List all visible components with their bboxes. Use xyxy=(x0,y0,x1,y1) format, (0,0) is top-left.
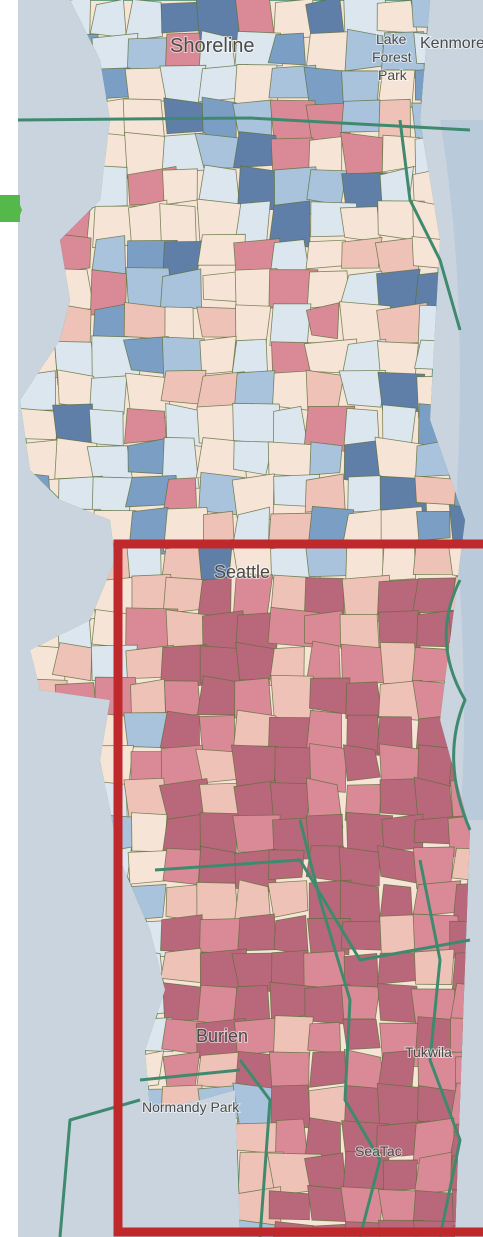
census-tract-315 xyxy=(131,812,168,853)
census-tract-124 xyxy=(269,303,312,346)
census-tract-257 xyxy=(379,642,419,685)
census-tract-73 xyxy=(306,169,348,206)
census-tract-191 xyxy=(347,475,386,513)
census-tract-269 xyxy=(345,681,383,719)
census-tract-3 xyxy=(124,0,163,42)
left-margin xyxy=(0,0,16,1237)
census-tract-302 xyxy=(123,777,169,819)
census-tract-452 xyxy=(382,1159,418,1192)
census-tract-357 xyxy=(237,913,277,952)
census-tract-324 xyxy=(447,813,470,858)
census-tract-305 xyxy=(233,780,277,820)
boundary-burien-normandy xyxy=(139,1068,241,1082)
label-seatac: SeaTac xyxy=(355,1143,402,1159)
label-burien: Burien xyxy=(196,1026,248,1046)
census-tract-61 xyxy=(340,131,384,176)
label-lake-forest-park-3: Park xyxy=(378,67,408,83)
census-tract-248 xyxy=(51,642,93,682)
census-tract-386 xyxy=(340,985,381,1020)
census-tract-267 xyxy=(270,674,314,724)
census-tract-410 xyxy=(268,1051,310,1093)
census-tract-152 xyxy=(338,370,387,408)
census-tract-398 xyxy=(307,1021,342,1054)
boundary-seattle-south xyxy=(154,858,471,962)
census-tract-206 xyxy=(416,511,451,541)
lake-washington xyxy=(440,120,483,820)
census-tract-294 xyxy=(309,743,347,793)
census-tract-69 xyxy=(162,168,198,206)
label-lake-forest-park-2: Forest xyxy=(372,49,412,65)
census-tract-334 xyxy=(338,846,380,887)
census-tract-8 xyxy=(305,0,345,37)
census-tract-337 xyxy=(451,847,470,884)
census-tract-125 xyxy=(305,302,340,340)
census-tract-435 xyxy=(231,1122,282,1155)
label-normandy-park: Normandy Park xyxy=(142,1099,240,1115)
census-tract-10 xyxy=(376,0,418,34)
census-tract-462 xyxy=(268,1190,310,1221)
label-tukwila: Tukwila xyxy=(405,1044,452,1060)
census-tract-332 xyxy=(268,849,305,881)
census-tract-355 xyxy=(160,914,204,954)
census-tract-36 xyxy=(377,69,416,108)
census-tract-120 xyxy=(123,302,170,340)
census-tract-177 xyxy=(309,441,343,476)
boundary-lake-forest-park xyxy=(398,119,462,331)
census-tract-145 xyxy=(89,375,128,415)
boundary-shoreline-seattle xyxy=(17,116,471,132)
boundary-tukwila-west xyxy=(298,819,382,1237)
census-tract-87 xyxy=(339,206,382,243)
census-tract-407 xyxy=(162,1051,201,1092)
census-tract-375 xyxy=(413,948,455,985)
boundary-mercer-shore xyxy=(444,579,472,831)
census-tract-411 xyxy=(309,1051,349,1088)
census-tract-207 xyxy=(448,504,470,544)
label-shoreline: Shoreline xyxy=(170,35,255,57)
census-tract-453 xyxy=(413,1151,452,1196)
label-seattle: Seattle xyxy=(214,562,270,582)
label-kenmore: Kenmore xyxy=(420,35,483,52)
census-tract-119 xyxy=(92,303,130,341)
census-tract-20 xyxy=(267,32,306,66)
census-tract-82 xyxy=(159,203,197,247)
census-tract-43 xyxy=(163,97,208,135)
census-tract-135 xyxy=(199,335,237,375)
boundary-burien-seatac xyxy=(238,1059,272,1237)
census-tract-151 xyxy=(305,369,345,411)
census-tract-48 xyxy=(340,99,381,133)
census-tract-309 xyxy=(379,778,420,817)
census-tract-175 xyxy=(233,440,274,476)
census-tract-295 xyxy=(342,744,381,782)
census-tract-158 xyxy=(88,408,124,447)
census-tract-368 xyxy=(160,947,203,984)
census-tract-465 xyxy=(377,1189,420,1223)
census-tract-159 xyxy=(124,408,167,444)
city-boundary-layer xyxy=(17,116,472,1237)
census-tract-349 xyxy=(412,880,462,917)
census-tract-358 xyxy=(273,914,309,956)
census-tract-343 xyxy=(196,881,239,925)
label-lake-forest-park-1: Lake xyxy=(376,31,407,47)
census-tract-389 xyxy=(449,982,470,1027)
census-tract-190 xyxy=(304,473,346,513)
green-arrow-stub xyxy=(0,195,20,222)
census-tract-350 xyxy=(452,882,470,926)
census-tract-243 xyxy=(339,613,380,649)
census-tract-282 xyxy=(346,714,380,756)
census-tract-345 xyxy=(267,880,309,918)
boundary-tukwila-east xyxy=(418,859,462,1237)
highlight-box xyxy=(113,539,483,1237)
census-tract-399 xyxy=(342,1018,381,1050)
census-tract-276 xyxy=(123,712,168,748)
census-tract-268 xyxy=(309,677,351,715)
census-tract-100 xyxy=(341,237,383,269)
